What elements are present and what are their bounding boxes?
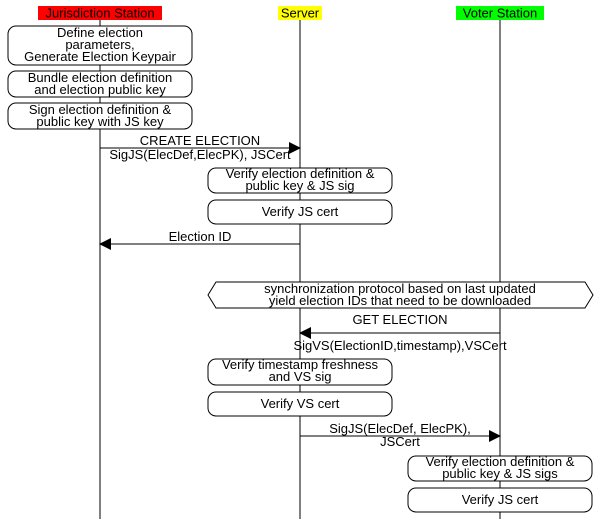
svg-text:Bundle election definition: Bundle election definition: [28, 70, 173, 85]
svg-text:Verify JS cert: Verify JS cert: [462, 492, 539, 507]
svg-text:and election public key: and election public key: [34, 82, 166, 97]
box-verify-timestamp-freshness: Verify timestamp freshness and VS sig: [207, 357, 393, 386]
svg-text:Verify election definition &: Verify election definition &: [426, 454, 575, 469]
message-create-election: CREATE ELECTION SigJS(ElecDef,ElecPK), J…: [100, 133, 301, 162]
actor-label: Voter Station: [463, 6, 537, 21]
message-sigjs-election-definition: SigJS(ElecDef, ElecPK), JSCert: [300, 421, 501, 449]
svg-text:SigJS(ElecDef, ElecPK),: SigJS(ElecDef, ElecPK),: [329, 421, 471, 436]
svg-text:yield election IDs that need t: yield election IDs that need to be downl…: [269, 293, 531, 308]
box-voter-verify-election-sigs: Verify election definition & public key …: [407, 454, 593, 482]
svg-text:Verify VS cert: Verify VS cert: [261, 396, 340, 411]
svg-text:Generate Election Keypair: Generate Election Keypair: [24, 49, 176, 64]
svg-text:Verify election definition &: Verify election definition &: [226, 166, 375, 181]
box-sign-election-definition: Sign election definition & public key wi…: [7, 102, 193, 130]
box-server-verify-election-sig: Verify election definition & public key …: [207, 166, 393, 194]
svg-text:Election ID: Election ID: [169, 229, 232, 244]
svg-text:SigJS(ElecDef,ElecPK), JSCert: SigJS(ElecDef,ElecPK), JSCert: [109, 147, 291, 162]
svg-text:SigVS(ElectionID,timestamp),VS: SigVS(ElectionID,timestamp),VSCert: [293, 338, 507, 353]
svg-text:CREATE ELECTION: CREATE ELECTION: [140, 133, 260, 148]
svg-text:GET ELECTION: GET ELECTION: [352, 312, 447, 327]
svg-text:Verify timestamp freshness: Verify timestamp freshness: [222, 357, 379, 372]
svg-text:public key & JS sigs: public key & JS sigs: [442, 466, 558, 481]
svg-text:synchronization protocol based: synchronization protocol based on last u…: [264, 281, 536, 296]
actor-label: Jurisdiction Station: [45, 6, 154, 21]
box-bundle-election-definition: Bundle election definition and election …: [7, 70, 193, 98]
message-get-election: GET ELECTION SigVS(ElectionID,timestamp)…: [293, 312, 507, 353]
box-verify-vs-cert: Verify VS cert: [207, 391, 393, 417]
box-voter-verify-js-cert: Verify JS cert: [407, 487, 593, 513]
svg-text:parameters,: parameters,: [65, 37, 134, 52]
actor-label: Server: [281, 6, 320, 21]
svg-text:Sign election definition &: Sign election definition &: [29, 102, 172, 117]
note-synchronization-protocol: synchronization protocol based on last u…: [207, 281, 594, 309]
box-define-election-parameters: Define election parameters, Generate Ele…: [7, 25, 193, 66]
svg-text:JSCert: JSCert: [380, 434, 420, 449]
message-election-id: Election ID: [99, 229, 300, 250]
box-server-verify-js-cert: Verify JS cert: [207, 199, 393, 225]
actor-voter-station: Voter Station: [456, 6, 544, 21]
svg-text:Define election: Define election: [57, 25, 143, 40]
actor-server: Server: [278, 6, 322, 21]
actor-jurisdiction-station: Jurisdiction Station: [38, 6, 162, 21]
svg-text:public key with JS key: public key with JS key: [36, 114, 164, 129]
svg-text:public key & JS sig: public key & JS sig: [245, 178, 354, 193]
svg-text:and VS sig: and VS sig: [269, 369, 332, 384]
svg-text:Verify JS cert: Verify JS cert: [262, 204, 339, 219]
